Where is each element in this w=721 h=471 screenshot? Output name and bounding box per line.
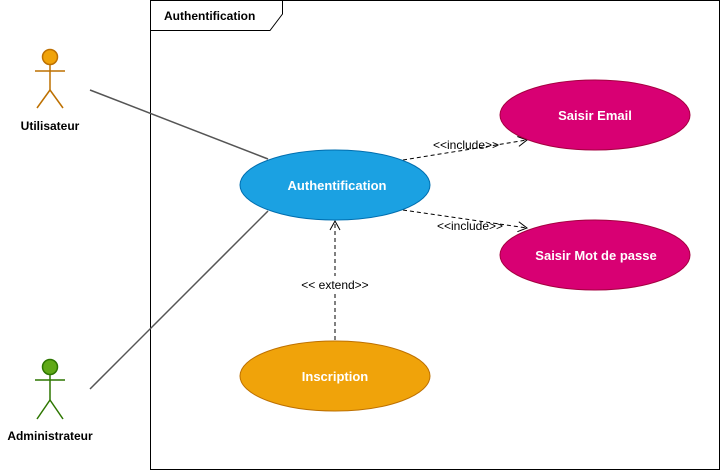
actor-admin-icon xyxy=(35,358,65,420)
use-case-auth-shape[interactable] xyxy=(239,149,431,221)
actor-user-label: Utilisateur xyxy=(21,119,80,133)
frame-title: Authentification xyxy=(164,9,255,23)
actor-user-icon xyxy=(35,48,65,109)
extend-signup-label: << extend>> xyxy=(301,278,368,292)
use-case-signup[interactable]: Inscription xyxy=(239,340,431,412)
use-case-password[interactable]: Saisir Mot de passe xyxy=(499,219,691,291)
frame-title-tab xyxy=(150,0,283,31)
use-case-email[interactable]: Saisir Email xyxy=(499,79,691,151)
use-case-signup-shape[interactable] xyxy=(239,340,431,412)
include-email-label: <<include>> xyxy=(433,138,499,152)
actor-user[interactable]: Utilisateur xyxy=(21,48,80,134)
use-case-email-shape[interactable] xyxy=(499,79,691,151)
use-case-signup-label: Inscription xyxy=(302,369,369,384)
association-user-auth xyxy=(89,89,269,160)
extend-label-bg xyxy=(292,276,378,294)
actor-admin[interactable]: Administrateur xyxy=(7,358,93,444)
include-password-label: <<include>> xyxy=(437,219,503,233)
use-case-password-label: Saisir Mot de passe xyxy=(535,248,656,263)
use-case-auth[interactable]: Authentification xyxy=(239,149,431,221)
use-case-password-shape[interactable] xyxy=(499,219,691,291)
use-case-email-label: Saisir Email xyxy=(558,108,632,123)
actor-admin-label: Administrateur xyxy=(7,429,93,443)
use-case-auth-label: Authentification xyxy=(288,178,387,193)
association-admin-auth xyxy=(89,210,269,390)
